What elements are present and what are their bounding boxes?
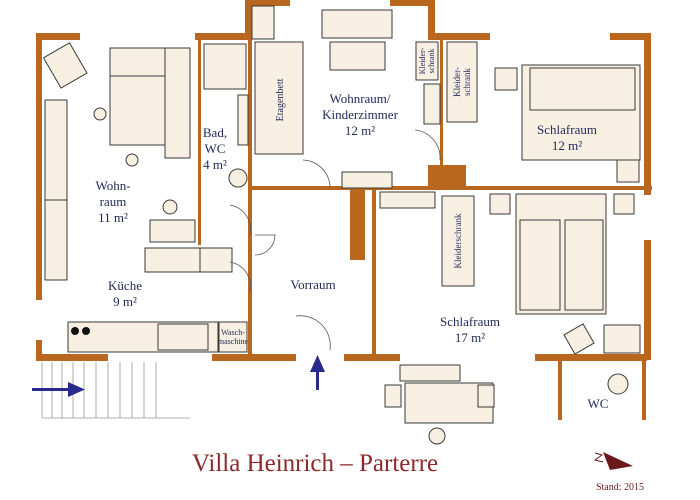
- furniture-label: Kleider-: [418, 47, 427, 74]
- furniture: Wasch- maschine Etagenbett Kleider- schr…: [42, 5, 641, 445]
- room-label: 17 m²: [455, 330, 485, 345]
- room-label: raum: [100, 194, 127, 209]
- room-label: WC: [205, 141, 226, 156]
- room-label: Küche: [108, 278, 142, 293]
- furniture-label: schrank: [427, 49, 436, 74]
- entrance-arrow-icon: [32, 355, 325, 397]
- room-label: Wohn-: [95, 178, 130, 193]
- room-label: 12 m²: [552, 138, 582, 153]
- compass-north-arrow-icon: [593, 452, 633, 470]
- room-labels: Wohn- raum 11 m² Küche 9 m² Bad, WC 4 m²…: [95, 91, 608, 411]
- furniture-label: Etagenbett: [275, 78, 286, 121]
- room-label: Vorraum: [290, 277, 335, 292]
- furniture-label: Kleider-: [452, 67, 462, 97]
- furniture-label: maschine: [218, 337, 249, 346]
- room-label: Schlafraum: [537, 122, 597, 137]
- room-label: 11 m²: [98, 210, 128, 225]
- furniture-label: Kleiderschrank: [453, 213, 463, 268]
- room-label: 12 m²: [345, 123, 375, 138]
- furniture-label: Wasch-: [221, 328, 245, 337]
- room-label: WC: [588, 396, 609, 411]
- room-label: 4 m²: [203, 157, 227, 172]
- room-label: Wohnraum/: [329, 91, 390, 106]
- room-label: Kinderzimmer: [322, 107, 398, 122]
- room-label: 9 m²: [113, 294, 137, 309]
- furniture-label: schrank: [462, 68, 472, 96]
- plan-title: Villa Heinrich – Parterre: [191, 450, 439, 477]
- room-label: Bad,: [203, 125, 227, 140]
- plan-date: Stand: 2015: [595, 482, 645, 493]
- room-label: Schlafraum: [440, 314, 500, 329]
